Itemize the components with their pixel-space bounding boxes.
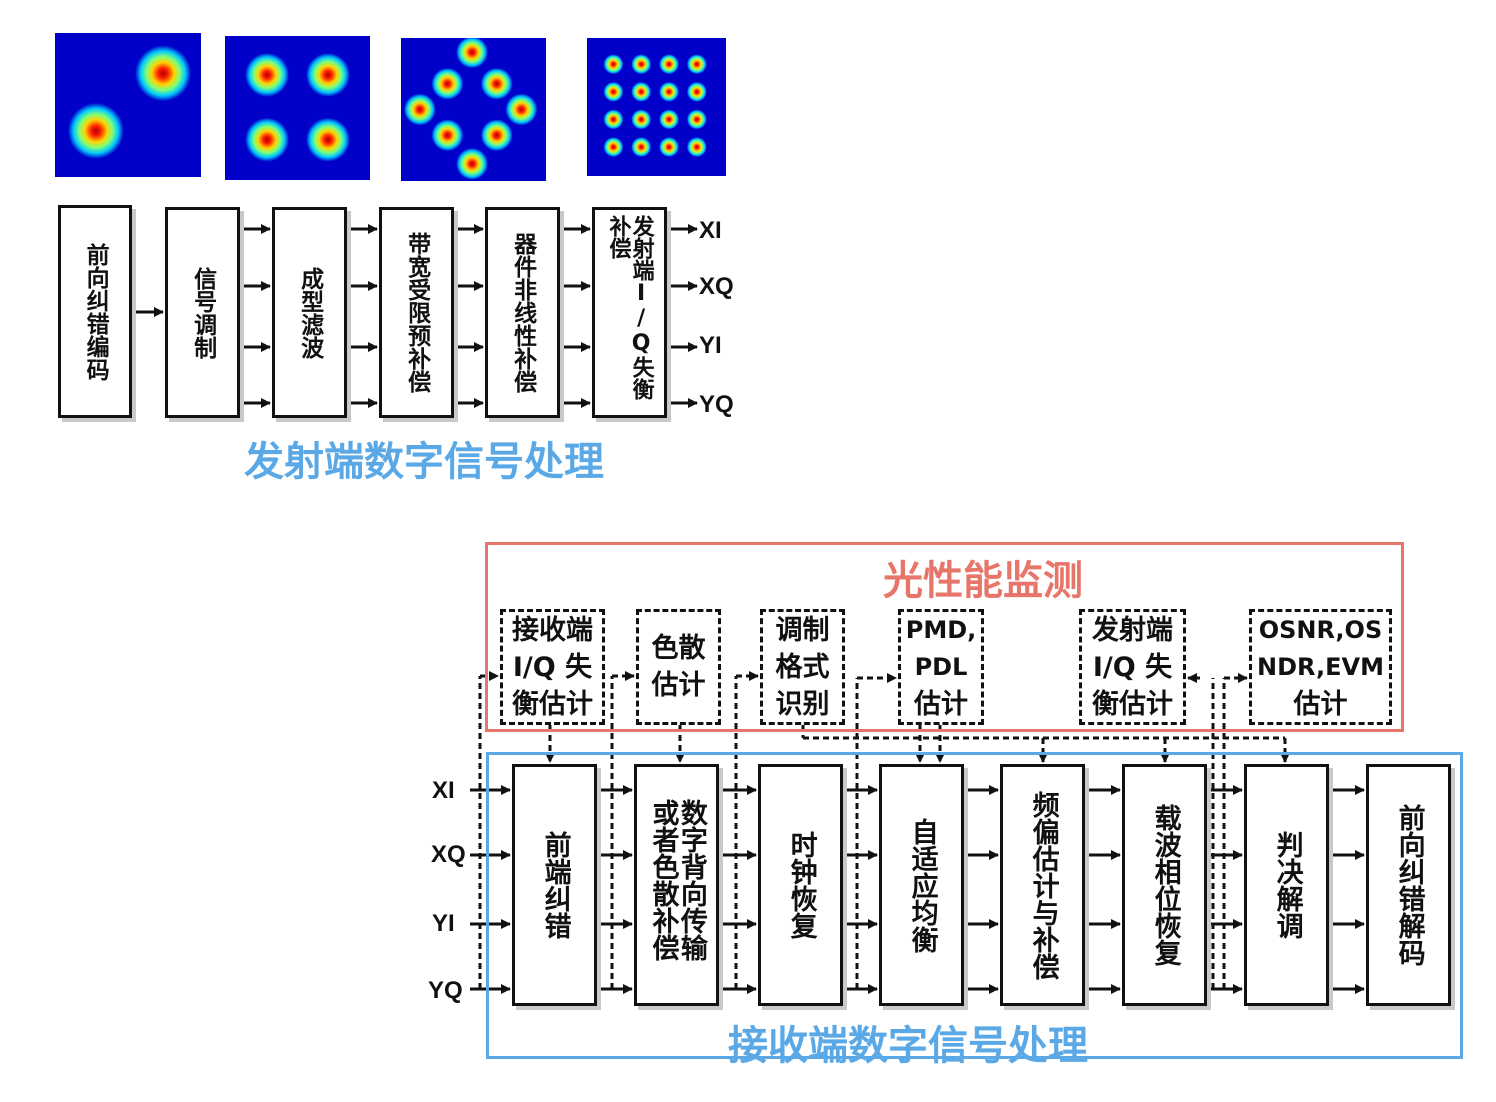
mon-line: 色散 (651, 633, 706, 664)
tx-block-bandwidth-precomp: 带宽受限预补偿 (379, 207, 454, 418)
mon-line: 接收端 (512, 614, 593, 646)
mon-line: 识别 (775, 688, 830, 720)
tx-output-xq: XQ (699, 273, 734, 300)
mon-block-rx-iq-imbalance: 接收端 I/Q 失衡估计 (500, 609, 605, 725)
rx-input-yq: YQ (428, 977, 463, 1004)
tx-block-label: 器件非线性补偿 (509, 232, 536, 393)
monitoring-title: 光性能监测 (883, 558, 1083, 604)
mon-line: 衡估计 (1092, 688, 1173, 720)
rx-block-label: 前向纠错解码 (1393, 804, 1425, 966)
tx-block-fec-encoding: 前向纠错编码 (58, 205, 132, 418)
tx-block-label: 前向纠错编码 (82, 242, 109, 381)
rx-block-label: 自适应均衡 (906, 817, 938, 953)
rx-block-freq-offset-comp: 频偏估计与补偿 (1000, 764, 1085, 1006)
tx-block-pulse-shaping: 成型滤波 (272, 207, 347, 418)
rx-input-yi: YI (432, 910, 455, 937)
rx-block-label: 载波相位恢复 (1149, 804, 1181, 966)
rx-block-label: 判决解调 (1271, 831, 1303, 939)
mon-line: 调制 (775, 614, 830, 646)
constellation-bpsk (55, 33, 201, 177)
tx-block-label: 信号调制 (189, 266, 216, 359)
tx-block-label: 成型滤波 (296, 266, 323, 359)
tx-output-xi: XI (699, 217, 722, 244)
rx-block-carrier-phase-recovery: 载波相位恢复 (1122, 764, 1207, 1006)
tx-block-modulation: 信号调制 (165, 207, 240, 418)
mon-line: 估计 (1293, 688, 1348, 720)
rx-block-label: 时钟恢复 (785, 831, 817, 939)
tx-output-yi: YI (699, 332, 722, 359)
rx-block-fec-decoding: 前向纠错解码 (1366, 764, 1451, 1006)
rx-input-xi: XI (432, 777, 455, 804)
mon-line: I/Q 失 (512, 651, 593, 683)
mon-block-pmd-pdl-estimation: PMD, PDL 估计 (898, 609, 984, 725)
constellation-16qam (587, 38, 726, 176)
rx-title: 接收端数字信号处理 (728, 1023, 1088, 1069)
rx-block-label: 前端纠错 (539, 831, 571, 939)
constellation-8qam (401, 38, 546, 181)
rx-block-frontend-correction: 前端纠错 (512, 764, 597, 1006)
mon-line: 衡估计 (512, 688, 593, 720)
mon-block-modulation-format-id: 调制格式识别 (760, 609, 845, 725)
mon-line: 估计 (651, 670, 706, 701)
mon-line: PMD, (905, 615, 977, 644)
mon-line: OSNR,OS (1258, 615, 1383, 644)
mon-line: NDR,EVM (1257, 652, 1384, 681)
receiver-frame (486, 752, 1463, 1059)
rx-block-label: 频偏估计与补偿 (1027, 790, 1059, 980)
mon-block-osnr-evm-estimation: OSNR,OS NDR,EVM 估计 (1249, 609, 1392, 725)
tx-block-nonlinear-comp: 器件非线性补偿 (485, 207, 560, 418)
rx-block-label: 数字背向传输或者色散补偿 (647, 799, 707, 961)
mon-line: 估计 (913, 688, 968, 720)
rx-block-clock-recovery: 时钟恢复 (758, 764, 843, 1006)
constellation-qpsk (225, 36, 370, 180)
monitoring-frame (485, 542, 1404, 732)
rx-block-adaptive-equalization: 自适应均衡 (879, 764, 964, 1006)
mon-block-tx-iq-imbalance: 发射端 I/Q 失衡估计 (1079, 609, 1186, 725)
tx-block-label: 发射端I/Q失衡补偿 (605, 215, 654, 400)
mon-line: 发射端 (1092, 614, 1173, 646)
rx-input-xq: XQ (431, 841, 466, 868)
rx-block-decision-demod: 判决解调 (1244, 764, 1329, 1006)
mon-line: I/Q 失 (1092, 651, 1173, 683)
mon-line: 格式 (775, 651, 830, 683)
tx-output-yq: YQ (699, 391, 734, 418)
tx-block-iq-imbalance-comp: 发射端I/Q失衡补偿 (592, 207, 667, 418)
mon-line: PDL (914, 652, 968, 681)
tx-title: 发射端数字信号处理 (244, 439, 604, 485)
mon-block-cd-estimation: 色散估计 (636, 609, 721, 725)
rx-block-dbp-cd-comp: 数字背向传输或者色散补偿 (634, 764, 719, 1006)
tx-block-label: 带宽受限预补偿 (403, 232, 430, 393)
